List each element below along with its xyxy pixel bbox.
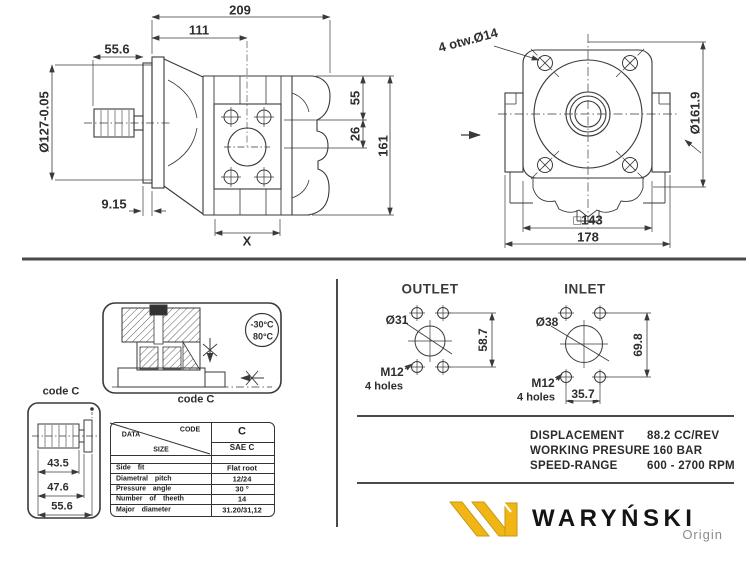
table-header-diagonal: [109, 422, 211, 455]
table-column-divider: [211, 423, 212, 516]
inlet-title: INLET: [564, 281, 606, 297]
table-row-label: Pressure angle: [116, 485, 172, 493]
table-corner-top: CODE: [179, 426, 201, 434]
seal-box-linework: [102, 302, 282, 394]
dim-total-width: 178: [577, 229, 599, 245]
table-corner-left: DATA: [121, 431, 141, 439]
side-view-dimensions: [49, 14, 394, 236]
inlet-diameter: Ø38: [535, 315, 559, 329]
table-row-label: Diametral pitch: [116, 475, 172, 483]
side-view-linework: [84, 56, 331, 216]
table-code-value: C: [238, 425, 246, 438]
inlet-holes-count: 4 holes: [517, 391, 555, 404]
inlet-bolt-spacing-h: 35.7: [569, 387, 597, 401]
front-view-dimensions: [493, 41, 706, 248]
shaft-box-linework: [27, 402, 101, 519]
inlet-bolt-spacing-v: 69.8: [631, 333, 645, 357]
table-row-value: 31.20/31,12: [222, 505, 262, 515]
spec-label: SPEED-RANGE: [530, 460, 618, 472]
outlet-holes-count: 4 holes: [365, 380, 403, 393]
spec-label: WORKING PRESURE: [530, 445, 651, 457]
spec-value: 600 - 2700 RPM: [647, 460, 735, 472]
table-row-label: Side fit: [116, 464, 145, 472]
temp-min-label: -30°C: [250, 319, 274, 330]
brand-name: WARYŃSKI: [532, 505, 697, 532]
shaft-dim-3: 55.6: [51, 500, 73, 513]
dim-pilot-diameter: Ø127-0.05: [36, 91, 52, 153]
temp-max-label: 80°C: [252, 331, 274, 342]
dim-top-to-bolt: 55: [347, 90, 363, 106]
section-dividers: [22, 257, 746, 527]
front-view-linework: [461, 34, 678, 231]
table-size-value: SAE C: [229, 443, 255, 452]
brand-logo-mark: [448, 501, 518, 537]
shaft-code-label: code C: [42, 385, 80, 398]
inlet-port-linework: [550, 305, 651, 404]
table-row-label: Number of theeth: [116, 495, 184, 503]
shaft-dim-2: 47.6: [47, 481, 69, 494]
spec-value: 160 BAR: [653, 445, 703, 457]
spec-value: 88.2 CC/REV: [647, 430, 720, 442]
table-row-value: 12/24: [232, 474, 252, 484]
table-row-label: Major diameter: [116, 506, 171, 514]
outlet-title: OUTLET: [401, 281, 459, 297]
dim-plate-thickness: 9.15: [101, 196, 127, 212]
dim-x-width: X: [242, 233, 252, 249]
outlet-bolt-spacing-v: 58.7: [476, 328, 490, 352]
outlet-diameter: Ø31: [385, 313, 409, 327]
outlet-thread: M12: [380, 365, 404, 379]
dim-shaft-length: 55.6: [104, 41, 130, 57]
dim-overall-height: 161: [375, 135, 391, 157]
inlet-thread: M12: [531, 376, 555, 390]
table-row-value: Flat root: [227, 463, 257, 473]
table-row-value: 30 °: [235, 484, 249, 494]
spec-label: DISPLACEMENT: [530, 430, 625, 442]
dim-bolt-to-center: 26: [347, 126, 363, 142]
outlet-port-linework: [403, 305, 496, 375]
table-row-value: 14: [237, 494, 247, 504]
spline-data-table: CODE DATA C SIZE SAE C Side fit Diametra…: [110, 422, 275, 517]
table-size-label: SIZE: [153, 446, 169, 454]
dim-square-size: □143: [573, 212, 603, 228]
brand-subtitle: Origin: [682, 527, 723, 542]
dim-flange-diameter: Ø161.9: [687, 91, 703, 135]
dim-overall-length: 209: [229, 2, 251, 18]
shaft-dim-1: 43.5: [47, 457, 69, 470]
dim-body-length: 111: [188, 22, 210, 38]
seal-code-label: code C: [177, 393, 215, 406]
